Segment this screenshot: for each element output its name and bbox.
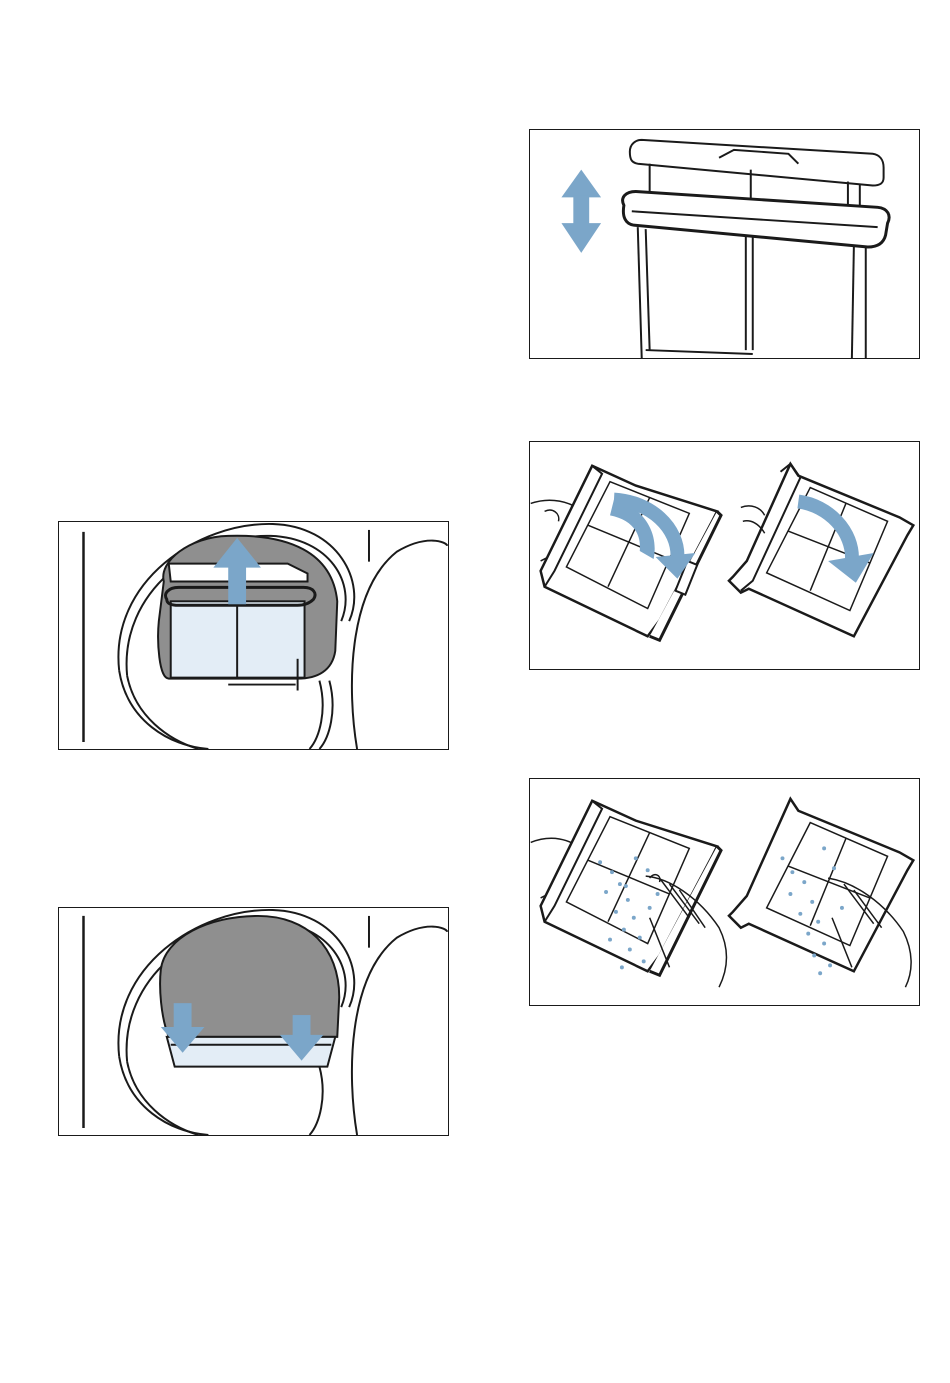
arrow-up-down [561, 170, 601, 253]
illustration-separate-filter-parts [529, 129, 920, 359]
illustration-clean-filter-seat [58, 907, 449, 1136]
door-opening-drawing [59, 522, 448, 749]
open-filter-drawing [530, 442, 919, 669]
filter-halves-drawing [530, 130, 919, 358]
filter-seat-drawing [59, 908, 448, 1135]
remove-fluff-drawing [530, 779, 919, 1005]
illustration-remove-fluff-filter [58, 521, 449, 750]
illustration-remove-fluff [529, 778, 920, 1006]
illustration-open-filter [529, 441, 920, 670]
